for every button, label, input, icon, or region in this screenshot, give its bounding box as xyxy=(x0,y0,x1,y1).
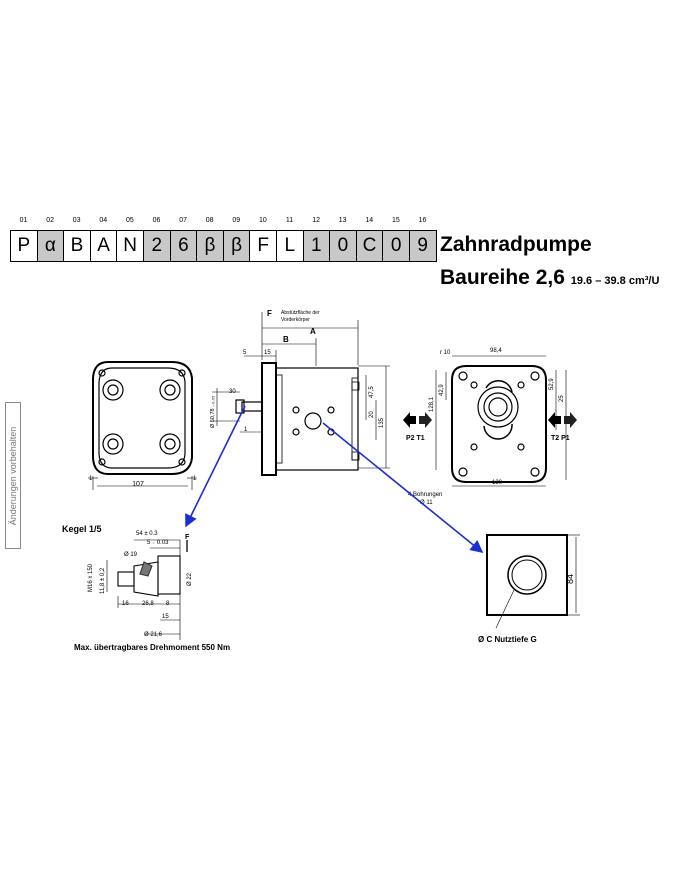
front-view xyxy=(88,361,197,490)
flow-arrows-right xyxy=(548,412,577,428)
page-subtitle: Baureihe 2,6 19.6 – 39.8 cm³/U xyxy=(440,266,659,290)
code-cell: 0 xyxy=(330,231,357,261)
code-index: 14 xyxy=(365,217,374,224)
code-cell: N xyxy=(117,231,144,261)
code-cell: 0 xyxy=(383,231,410,261)
series-label: Baureihe 2,6 xyxy=(440,266,565,289)
kegel-label: Kegel 1/5 xyxy=(62,524,102,534)
side-note-box: Änderungen vorbehalten xyxy=(5,402,21,549)
code-cell: 1 xyxy=(303,231,331,261)
code-index: 10 xyxy=(258,217,267,224)
dim-15: 15 xyxy=(264,350,271,356)
torque-note: Max. übertragbares Drehmoment 550 Nm xyxy=(74,643,230,652)
vorderkoerper-label: Vorderkörper xyxy=(281,317,310,323)
code-cell: β xyxy=(197,231,224,261)
dim-1-left: 1 xyxy=(89,476,93,482)
dim-F: F xyxy=(267,309,272,318)
dim-26-8: 26,8 xyxy=(142,601,154,607)
code-cell: P xyxy=(11,231,38,261)
rear-view xyxy=(435,355,567,487)
code-index: 15 xyxy=(391,217,400,224)
dim-15-detail: 15 xyxy=(162,614,169,620)
code-index: 07 xyxy=(179,217,187,224)
dim-20: 20 xyxy=(369,411,375,418)
port-label-right: T2 P1 xyxy=(551,435,570,442)
dim-5-taper: 5 ₋ 0.03 xyxy=(147,540,169,546)
dim-52-9: 52,9 xyxy=(549,378,555,390)
code-index: 16 xyxy=(418,217,427,224)
dim-130: 130 xyxy=(492,480,503,486)
code-cell: α xyxy=(37,231,65,261)
code-cell: 9 xyxy=(409,231,436,261)
bore-diameter: Ø 11 xyxy=(420,500,433,506)
abstuetz-label: Abstützfläche der xyxy=(281,310,320,316)
dim-25: 25 xyxy=(559,395,565,402)
code-cell: A xyxy=(90,231,118,261)
dim-d21-6: Ø 21,6 xyxy=(144,632,163,638)
code-index: 06 xyxy=(152,217,161,224)
dim-135: 135 xyxy=(379,417,385,428)
code-cell: 2 xyxy=(143,231,171,261)
bohrungen-label: 4 Bohrungen xyxy=(408,492,442,498)
thread-m16: M16 x 150 xyxy=(88,563,94,592)
code-index: 11 xyxy=(285,217,294,224)
code-cell: L xyxy=(276,231,304,261)
flow-arrows-left xyxy=(403,412,432,428)
dim-42-9: 42,9 xyxy=(439,384,445,396)
leader-arrow-port xyxy=(322,422,484,554)
code-cell: 6 xyxy=(170,231,198,261)
dim-A: A xyxy=(310,327,316,336)
code-index: 12 xyxy=(312,217,320,224)
port-callout: Ø C Nutztiefe G xyxy=(478,635,537,644)
dim-d19: Ø 19 xyxy=(124,552,138,558)
code-cell: F xyxy=(250,231,277,261)
code-index: 04 xyxy=(99,217,108,224)
dim-98-4: 98,4 xyxy=(490,348,502,354)
dim-5: 5 xyxy=(243,350,247,356)
shaft-detail xyxy=(106,539,188,640)
code-cell: B xyxy=(64,231,91,261)
code-index: 05 xyxy=(125,217,134,224)
dim-d22: Ø 22 xyxy=(187,572,193,586)
dim-F-detail: F xyxy=(185,534,190,541)
side-view xyxy=(212,312,390,476)
dim-30: 30 xyxy=(229,389,236,395)
displacement-range: 19.6 – 39.8 cm³/U xyxy=(570,275,660,287)
code-index: 09 xyxy=(232,217,241,224)
dim-r10: r 10 xyxy=(440,350,451,356)
page-title: Zahnradpumpe xyxy=(440,233,592,256)
code-index: 03 xyxy=(72,217,81,224)
dim-8: 8 xyxy=(166,601,170,607)
dim-11-8: 11,8 ± 0,2 xyxy=(100,567,106,594)
dim-1-right: 1 xyxy=(193,476,197,482)
dim-B: B xyxy=(283,335,289,344)
leader-arrow-shaft xyxy=(185,405,246,528)
dim-d50: Ø 50,78 ₋₀,₀₅ xyxy=(210,396,216,428)
dim-16: 16 xyxy=(122,601,129,607)
port-detail xyxy=(486,534,580,629)
dim-54: 54 ± 0.3 xyxy=(136,531,158,537)
dim-47-5: 47,5 xyxy=(369,386,375,398)
code-cell: C xyxy=(356,231,384,261)
code-index: 02 xyxy=(46,217,54,224)
code-index: 13 xyxy=(338,217,347,224)
dim-107: 107 xyxy=(132,481,144,488)
code-index: 01 xyxy=(19,217,28,224)
dim-84: 84 xyxy=(565,574,575,584)
code-cell: β xyxy=(223,231,251,261)
dim-128-1: 128,1 xyxy=(429,396,435,412)
port-label-left: P2 T1 xyxy=(406,435,425,442)
code-index: 08 xyxy=(205,217,214,224)
dim-1-shaft: 1 xyxy=(244,427,248,433)
